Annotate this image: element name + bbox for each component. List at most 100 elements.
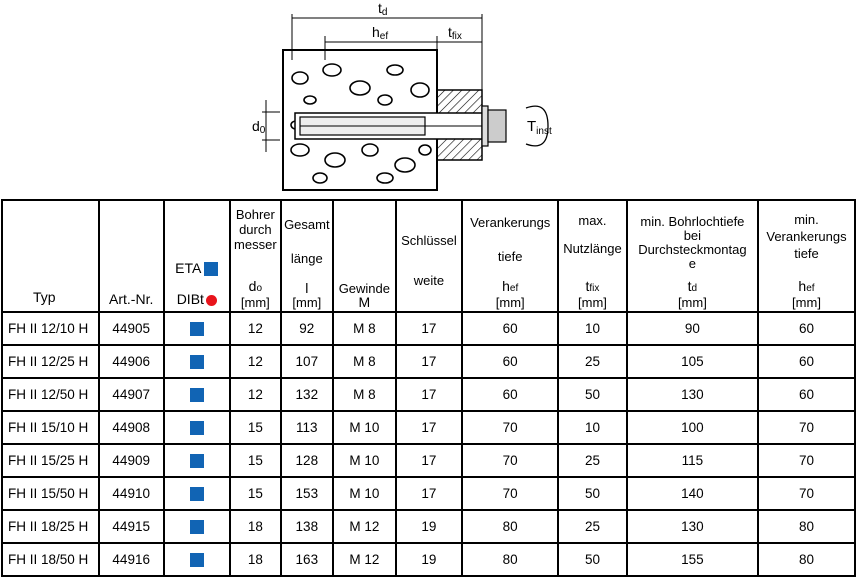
eta-square-icon [189, 388, 204, 403]
cell-td: 140 [625, 476, 760, 511]
cell-typ: FH II 15/50 H [1, 476, 100, 511]
cell-tfix: 25 [557, 509, 628, 544]
eta-square-icon [189, 454, 204, 469]
cell-l: 153 [279, 476, 335, 511]
cell-hef: 70 [461, 443, 560, 478]
cell-tfix: 50 [557, 542, 628, 577]
dibt-dot-icon [205, 294, 217, 306]
cell-eta [162, 443, 232, 478]
concrete-aggregate [290, 63, 432, 184]
cell-art: 44915 [97, 509, 165, 544]
cell-l: 107 [279, 344, 335, 379]
cell-eta [162, 344, 232, 379]
label-tfix: tfix [448, 24, 462, 42]
cell-l: 132 [279, 377, 335, 412]
cell-art: 44910 [97, 476, 165, 511]
cell-sw: 17 [394, 377, 464, 412]
cell-eta [162, 476, 232, 511]
cell-hef: 60 [461, 311, 560, 346]
cell-tfix: 50 [557, 377, 628, 412]
cell-tfix: 10 [557, 311, 628, 346]
cell-tfix: 50 [557, 476, 628, 511]
cell-eta [162, 509, 232, 544]
cell-eta [162, 377, 232, 412]
cell-art: 44916 [97, 542, 165, 577]
cell-d0: 12 [229, 311, 282, 346]
label-hef: hef [372, 24, 388, 42]
cell-sw: 17 [394, 344, 464, 379]
cell-sw: 17 [394, 476, 464, 511]
cell-sw: 17 [394, 443, 464, 478]
cell-art: 44908 [97, 410, 165, 445]
cell-m: M 10 [332, 476, 397, 511]
label-tinst: Tinst [527, 118, 552, 137]
cell-hefmin: 60 [757, 311, 856, 346]
cell-hefmin: 80 [757, 509, 856, 544]
washer [481, 105, 489, 147]
cell-l: 113 [279, 410, 335, 445]
cell-art: 44907 [97, 377, 165, 412]
cell-td: 130 [625, 377, 760, 412]
cell-m: M 8 [332, 311, 397, 346]
cell-m: M 10 [332, 410, 397, 445]
label-td: td [378, 0, 387, 18]
cell-l: 138 [279, 509, 335, 544]
cell-sw: 19 [394, 542, 464, 577]
eta-square-icon [189, 355, 204, 370]
eta-square-icon [189, 520, 204, 535]
cell-hefmin: 80 [757, 542, 856, 577]
col-gesamt: Gesamt länge l[mm] [279, 199, 335, 313]
cell-eta [162, 311, 232, 346]
cell-d0: 15 [229, 476, 282, 511]
cell-tfix: 25 [557, 344, 628, 379]
cell-art: 44905 [97, 311, 165, 346]
cell-hefmin: 60 [757, 377, 856, 412]
cell-typ: FH II 12/10 H [1, 311, 100, 346]
cell-td: 90 [625, 311, 760, 346]
cell-hefmin: 70 [757, 443, 856, 478]
cell-d0: 18 [229, 542, 282, 577]
cell-sw: 17 [394, 410, 464, 445]
eta-square-icon [189, 553, 204, 568]
cell-hef: 70 [461, 410, 560, 445]
cell-art: 44909 [97, 443, 165, 478]
cell-tfix: 25 [557, 443, 628, 478]
cell-typ: FH II 18/25 H [1, 509, 100, 544]
cell-m: M 12 [332, 509, 397, 544]
cell-tfix: 10 [557, 410, 628, 445]
cell-sw: 17 [394, 311, 464, 346]
cell-m: M 12 [332, 542, 397, 577]
col-veranker: Verankerungs tiefe hef[mm] [461, 199, 560, 313]
label-d0: d0 [252, 118, 266, 136]
cell-l: 128 [279, 443, 335, 478]
cell-hef: 60 [461, 377, 560, 412]
eta-square-icon [204, 262, 219, 277]
dimension-lines [262, 14, 483, 152]
cell-d0: 12 [229, 344, 282, 379]
col-typ: Typ [1, 199, 100, 313]
cell-typ: FH II 15/25 H [1, 443, 100, 478]
cell-m: M 8 [332, 344, 397, 379]
cell-typ: FH II 12/25 H [1, 344, 100, 379]
anchor-installation-diagram: td hef tfix d0 Tinst [252, 0, 552, 191]
torque-arrow-icon [525, 105, 549, 147]
cell-hefmin: 60 [757, 344, 856, 379]
cell-td: 100 [625, 410, 760, 445]
cell-hefmin: 70 [757, 410, 856, 445]
cell-l: 92 [279, 311, 335, 346]
col-nutz: max. Nutzlänge tfix[mm] [557, 199, 628, 313]
cell-m: M 10 [332, 443, 397, 478]
cell-typ: FH II 18/50 H [1, 542, 100, 577]
eta-square-icon [189, 487, 204, 502]
col-art: Art.-Nr. [97, 199, 165, 313]
